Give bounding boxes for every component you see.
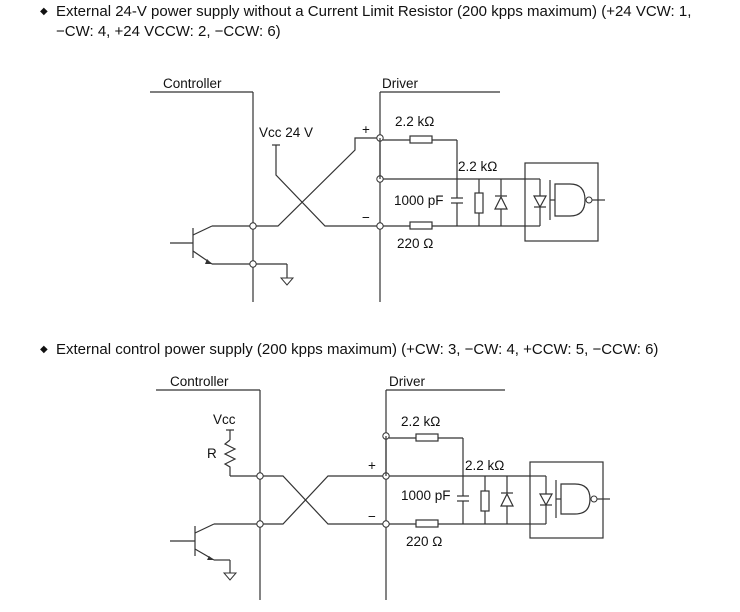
nand-gate-icon xyxy=(560,483,591,515)
driver-label: Driver xyxy=(389,374,426,389)
minus-label: − xyxy=(368,509,376,524)
resistor-icon xyxy=(480,490,490,512)
plus-label: + xyxy=(362,122,370,137)
twisted-wire-a xyxy=(260,475,366,525)
terminal xyxy=(376,222,384,230)
twisted-wire-a xyxy=(275,160,360,227)
r3-label: 220 Ω xyxy=(397,236,433,251)
resistor-icon xyxy=(409,221,433,230)
terminal xyxy=(256,520,264,528)
ground-icon xyxy=(222,572,238,581)
diagram-2-heading: ◆ External control power supply (200 kpps… xyxy=(40,340,658,360)
terminal xyxy=(256,472,264,480)
npn-transistor-icon xyxy=(170,523,260,561)
diagram-1-heading-line2: −CW: 4, +24 VCCW: 2, −CCW: 6) xyxy=(56,22,281,42)
nand-gate-icon xyxy=(554,183,586,217)
diode-icon xyxy=(494,179,508,226)
r1-label: 2.2 kΩ xyxy=(395,114,434,129)
diagram-2: Controller Driver Vcc R + − xyxy=(156,374,610,600)
vcc-label: Vcc 24 V xyxy=(259,125,313,140)
r2-label: 2.2 kΩ xyxy=(458,159,497,174)
r2-label: 2.2 kΩ xyxy=(465,458,504,473)
terminal xyxy=(382,520,390,528)
diagram-1-heading-line2-text: −CW: 4, +24 VCCW: 2, −CCW: 6) xyxy=(56,23,281,40)
diagram-2-heading-text: External control power supply (200 kpps … xyxy=(56,341,659,358)
bullet-icon: ◆ xyxy=(40,6,48,17)
plus-label: + xyxy=(368,458,376,473)
r-label: R xyxy=(207,446,217,461)
cap-label: 1000 pF xyxy=(394,193,444,208)
diagram-1-heading: ◆ External 24-V power supply without a Cu… xyxy=(40,2,691,22)
resistor-icon xyxy=(474,192,484,214)
diode-icon xyxy=(500,476,514,524)
resistor-icon xyxy=(223,439,237,476)
twisted-wire-b xyxy=(260,475,386,525)
terminal xyxy=(249,222,257,230)
cap-label: 1000 pF xyxy=(401,488,451,503)
controller-label: Controller xyxy=(170,374,229,389)
capacitor-icon xyxy=(457,476,469,524)
photocoupler-icon xyxy=(529,461,604,539)
driver-label: Driver xyxy=(382,76,419,91)
resistor-icon xyxy=(409,135,433,144)
diagram-1: Controller Driver Vcc 24 V + − xyxy=(150,76,605,302)
resistor-icon xyxy=(415,519,439,528)
terminal xyxy=(249,260,257,268)
photocoupler-icon xyxy=(524,162,599,242)
vcc-label: Vcc xyxy=(213,412,236,427)
bullet-icon: ◆ xyxy=(40,344,48,355)
minus-label: − xyxy=(362,210,370,225)
controller-label: Controller xyxy=(163,76,222,91)
ground-icon xyxy=(279,277,295,286)
r3-label: 220 Ω xyxy=(406,534,442,549)
diagram-1-heading-text: External 24-V power supply without a Cur… xyxy=(56,3,692,20)
capacitor-icon xyxy=(451,179,463,226)
twisted-wire-b xyxy=(253,137,380,227)
resistor-icon xyxy=(415,433,439,442)
npn-transistor-icon xyxy=(170,225,253,265)
r1-label: 2.2 kΩ xyxy=(401,414,440,429)
